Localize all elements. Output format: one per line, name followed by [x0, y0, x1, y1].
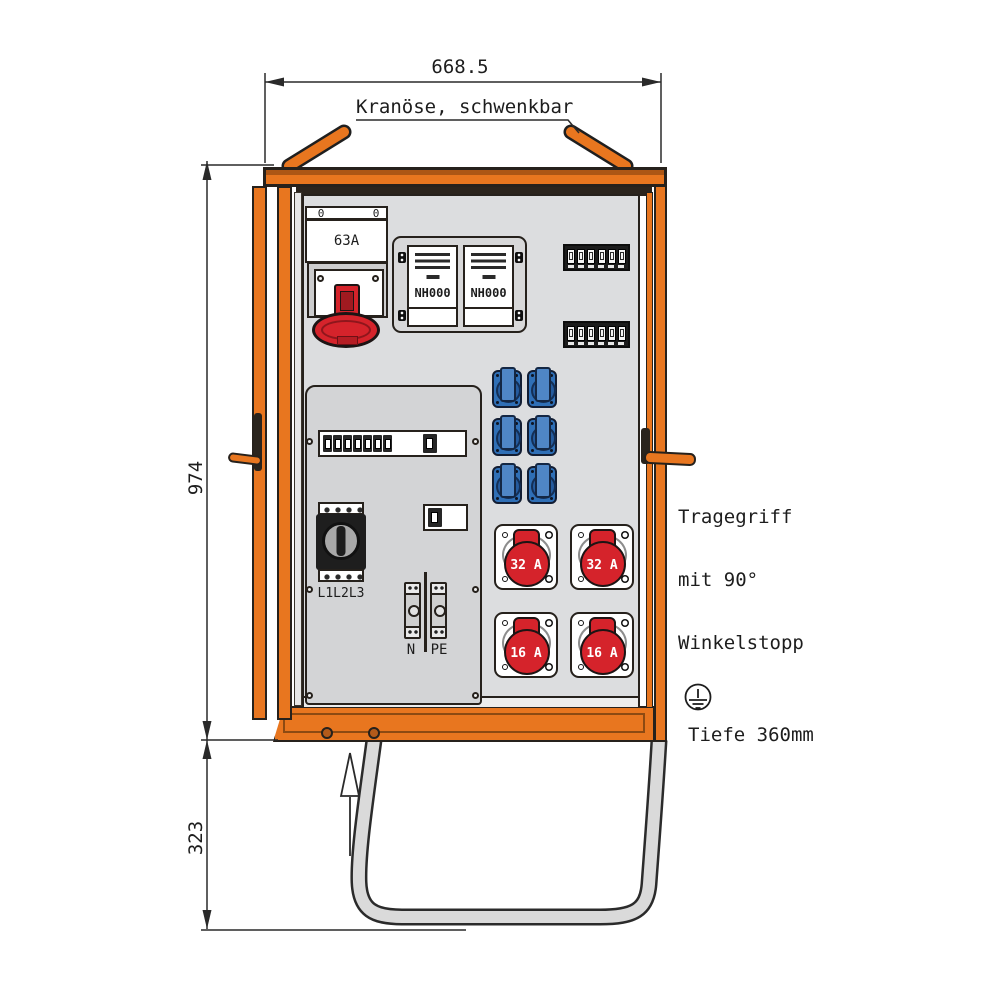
nh-fuse-indicator	[482, 275, 495, 279]
schuko-socket-5	[492, 463, 522, 504]
door-panel-inner	[277, 186, 292, 720]
inlet-cap-slot	[337, 336, 358, 345]
terminal-pe-block	[430, 582, 447, 639]
fuse-panel: NH000 NH000	[392, 236, 527, 333]
cee-socket-32a-right: 32 A	[570, 524, 634, 590]
terminal-pe-label: PE	[430, 642, 448, 658]
inlet-cap	[312, 312, 380, 348]
nh-fuse-base-line	[409, 307, 456, 309]
inlet-slot-left: 0	[317, 207, 325, 220]
breaker-rail	[318, 430, 467, 457]
nh-fuse-grip	[471, 253, 506, 269]
cee-rating: 16 A	[510, 646, 542, 661]
inlet-slot-right: 0	[372, 207, 380, 220]
handle-mount-left	[254, 413, 262, 471]
carry-handle-right	[643, 450, 697, 467]
door-frame-edge	[294, 192, 302, 706]
terminal-n-block	[404, 582, 421, 639]
handle-annotation-line1: Tragegriff	[678, 506, 793, 528]
stand-frame	[352, 739, 665, 923]
terminal-n-label: N	[406, 642, 416, 658]
mcb-row-upper	[563, 244, 630, 271]
inlet-rating-plate: 63A	[305, 219, 388, 263]
nh-fuse-2: NH000	[463, 245, 514, 327]
inlet-slot-plate: 0 0	[305, 206, 388, 220]
handle-annotation-line2: mit 90°	[678, 569, 759, 591]
depth-label: Tiefe 360mm	[688, 724, 814, 746]
crane-label: Kranöse, schwenkbar	[356, 96, 574, 118]
terminal-rail	[424, 572, 427, 652]
aux-module-box	[423, 504, 468, 531]
cee-socket-16a-right: 16 A	[570, 612, 634, 678]
cabinet-roof	[263, 167, 667, 187]
main-switch-body	[316, 514, 366, 570]
rcd-module	[423, 434, 437, 453]
tray-hole-right	[368, 727, 380, 739]
cee-rating: 32 A	[586, 558, 618, 573]
handle-annotation-line3: Winkelstopp	[678, 632, 804, 654]
nh-fuse-grip	[415, 253, 450, 269]
schuko-socket-1	[492, 367, 522, 408]
switch-handle	[336, 526, 346, 556]
nh-fuse-label: NH000	[414, 286, 451, 300]
nh-fuse-1: NH000	[407, 245, 458, 327]
nh-fuse-base-line	[465, 307, 512, 309]
main-switch-label: L1L2L3	[317, 585, 365, 601]
dimension-width-label: 668.5	[431, 56, 489, 78]
switch-knob	[322, 522, 360, 560]
cee-rating: 16 A	[586, 646, 618, 661]
mcb-row-lower	[563, 321, 630, 348]
aux-module	[428, 508, 442, 527]
schuko-socket-4	[527, 415, 557, 456]
schuko-socket-6	[527, 463, 557, 504]
nh-fuse-indicator	[426, 275, 439, 279]
stand-frame-outline	[350, 738, 668, 926]
tray-hole-left	[321, 727, 333, 739]
dimension-stand-label: 323	[185, 820, 207, 856]
crane-eyelet-right	[566, 127, 631, 171]
roof-shadow	[296, 185, 652, 196]
cee-rating: 32 A	[510, 558, 542, 573]
cee-socket-32a-left: 32 A	[494, 524, 558, 590]
tray-lip	[283, 713, 645, 733]
inlet-plug-latch	[340, 291, 354, 311]
schuko-socket-2	[527, 367, 557, 408]
crane-eyelet-left	[284, 127, 349, 171]
switch-terminal-bottom	[318, 569, 364, 582]
nh-fuse-label: NH000	[470, 286, 507, 300]
schuko-socket-3	[492, 415, 522, 456]
handle-annotation: Tragegriff mit 90° Winkelstopp	[678, 465, 804, 696]
handle-mount-right	[641, 428, 650, 464]
dimension-height-label: 974	[185, 460, 207, 496]
cabinet-bottom-tray	[273, 706, 655, 742]
cee-socket-16a-left: 16 A	[494, 612, 558, 678]
